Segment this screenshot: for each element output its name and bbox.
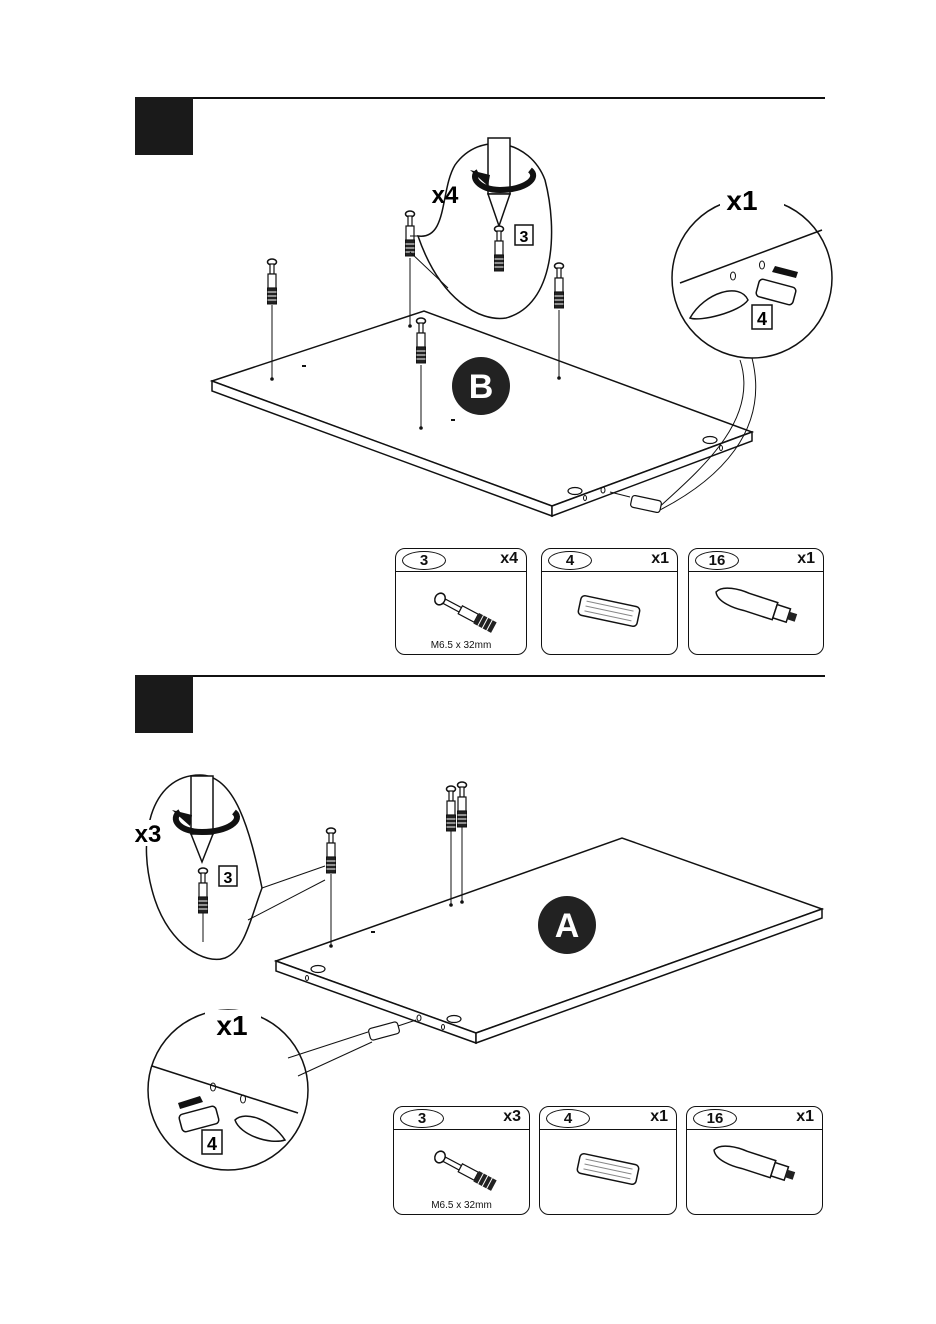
part-id: 16 (693, 1109, 737, 1128)
cam-bolt-icon (458, 782, 467, 827)
step2-part-card-16: 16 x1 (686, 1106, 823, 1215)
cam-bolt-icon (447, 786, 456, 831)
step2-part-card-4: 4 x1 (539, 1106, 677, 1215)
part-card-header: 3 x3 (394, 1107, 529, 1130)
part-qty: x1 (650, 1108, 668, 1126)
part-qty: x3 (503, 1108, 521, 1126)
cam-lock-icon (687, 1129, 822, 1199)
cam-bolt-icon (394, 1129, 529, 1199)
step2-part-card-3: 3 x3 M6.5 x 32mm (393, 1106, 530, 1215)
panel-a-label: A (555, 907, 580, 945)
wood-dowel-icon (540, 1129, 676, 1199)
screw-callout-qty: x3 (135, 821, 162, 848)
part-spec: M6.5 x 32mm (394, 1200, 529, 1211)
wood-dowel-icon (368, 1020, 416, 1041)
dowel-callout-part: 4 (207, 1134, 217, 1154)
dowel-callout-qty: x1 (216, 1010, 247, 1041)
part-id: 4 (546, 1109, 590, 1128)
part-id: 3 (400, 1109, 444, 1128)
screw-callout-part: 3 (224, 870, 233, 887)
part-card-header: 16 x1 (687, 1107, 822, 1130)
part-qty: x1 (796, 1108, 814, 1126)
cam-bolt-icon (327, 828, 336, 873)
part-card-header: 4 x1 (540, 1107, 676, 1130)
